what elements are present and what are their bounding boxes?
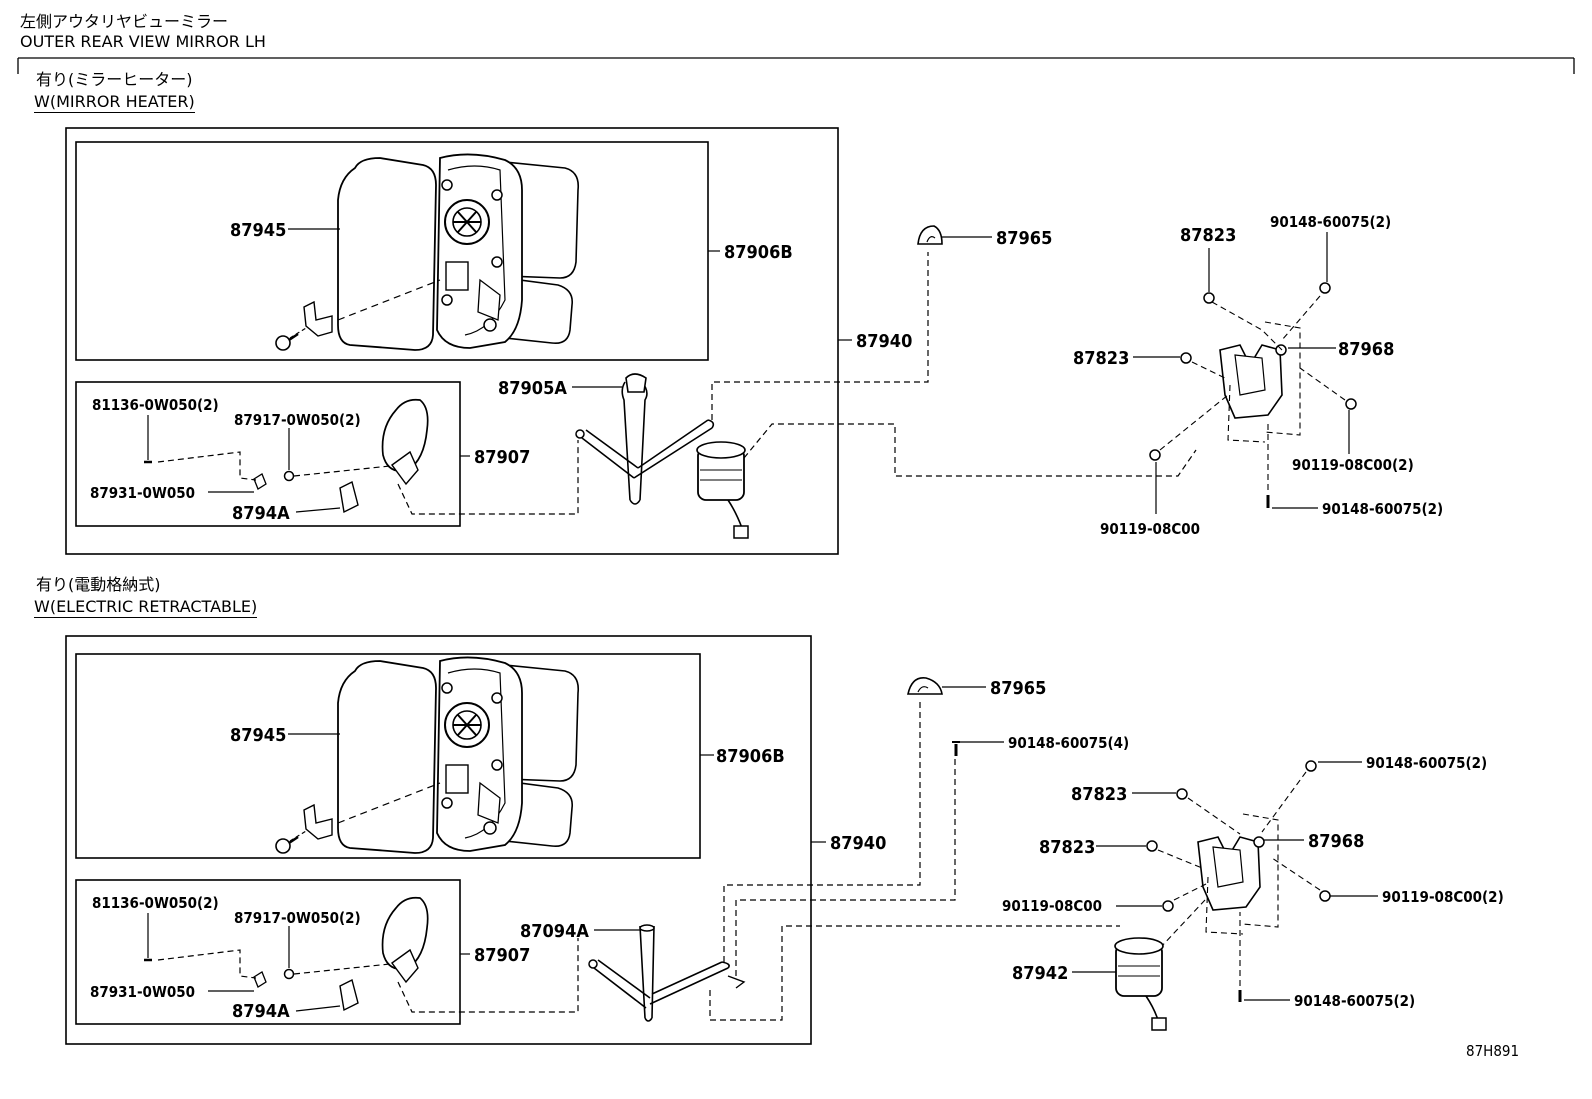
s2-label-87906b: 87906B xyxy=(716,746,785,767)
s2-label-87907: 87907 xyxy=(474,945,530,966)
s2-label-87931: 87931-0W050 xyxy=(90,983,195,1001)
s2-label-90148-top: 90148-60075(2) xyxy=(1366,754,1487,772)
s1-label-87823-top: 87823 xyxy=(1180,225,1236,246)
s1-label-87940: 87940 xyxy=(856,331,912,352)
s1-label-87968: 87968 xyxy=(1338,339,1394,360)
s2-label-81136: 81136-0W050(2) xyxy=(92,894,219,912)
s1-label-87906b: 87906B xyxy=(724,242,793,263)
s1-label-90148-top: 90148-60075(2) xyxy=(1270,213,1391,231)
s1-label-87905a: 87905A xyxy=(498,378,567,399)
s2-label-87942: 87942 xyxy=(1012,963,1068,984)
title-english: OUTER REAR VIEW MIRROR LH xyxy=(20,32,266,51)
s1-label-87945: 87945 xyxy=(230,220,286,241)
figure-code: 87H891 xyxy=(1466,1042,1519,1060)
s1-label-90148-bottom: 90148-60075(2) xyxy=(1322,500,1443,518)
s2-label-87940: 87940 xyxy=(830,833,886,854)
s1-label-87965: 87965 xyxy=(996,228,1052,249)
s1-label-87823-left: 87823 xyxy=(1073,348,1129,369)
s1-label-8794a: 8794A xyxy=(232,503,290,524)
s1-label-90119-bottom: 90119-08C00 xyxy=(1100,520,1200,538)
s2-label-87917: 87917-0W050(2) xyxy=(234,909,361,927)
s2-label-90148-4: 90148-60075(4) xyxy=(1008,734,1129,752)
s2-label-87823-left: 87823 xyxy=(1039,837,1095,858)
s1-label-81136: 81136-0W050(2) xyxy=(92,396,219,414)
s1-label-87917: 87917-0W050(2) xyxy=(234,411,361,429)
s2-label-90119-left: 90119-08C00 xyxy=(1002,897,1102,915)
section1-condition-japanese: 有り(ミラーヒーター) xyxy=(36,70,193,89)
s1-label-87931: 87931-0W050 xyxy=(90,484,195,502)
s2-label-90148-bottom: 90148-60075(2) xyxy=(1294,992,1415,1010)
s1-label-87907: 87907 xyxy=(474,447,530,468)
s1-label-90119-right: 90119-08C00(2) xyxy=(1292,456,1414,474)
s2-label-90119-right: 90119-08C00(2) xyxy=(1382,888,1504,906)
title-japanese: 左側アウタリヤビューミラー xyxy=(20,12,229,31)
s2-label-8794a: 8794A xyxy=(232,1001,290,1022)
s2-label-87823-top: 87823 xyxy=(1071,784,1127,805)
section2-condition-japanese: 有り(電動格納式) xyxy=(36,575,161,594)
section2-condition-english: W(ELECTRIC RETRACTABLE) xyxy=(34,597,258,618)
s2-label-87968: 87968 xyxy=(1308,831,1364,852)
s2-label-87965: 87965 xyxy=(990,678,1046,699)
section1-condition-english: W(MIRROR HEATER) xyxy=(34,92,195,113)
s2-label-87094a: 87094A xyxy=(520,921,589,942)
s2-label-87945: 87945 xyxy=(230,725,286,746)
